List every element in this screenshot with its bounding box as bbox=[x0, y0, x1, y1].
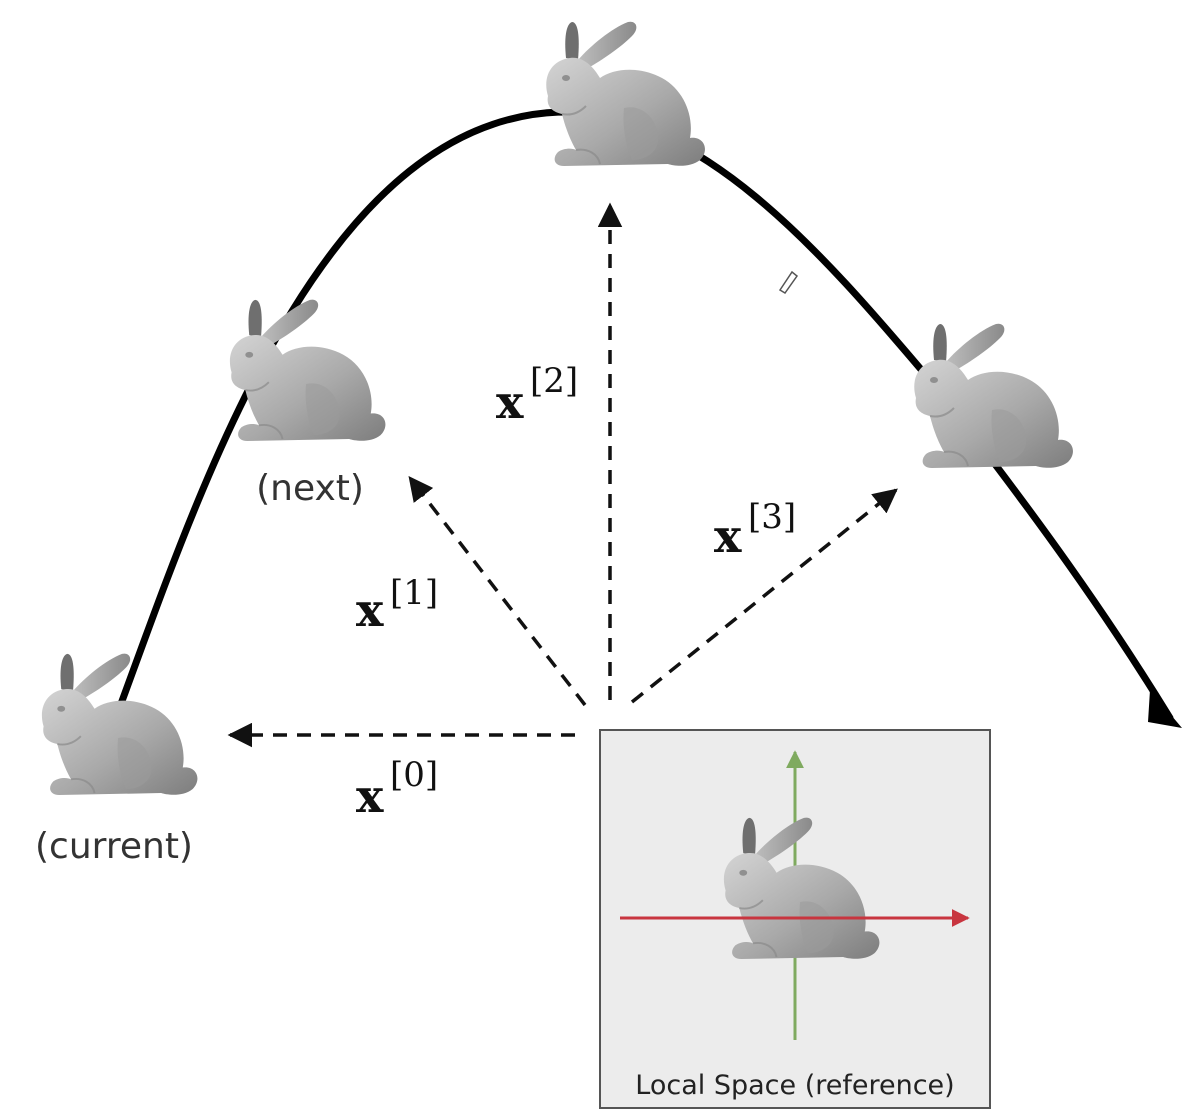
label-x2-index: [2] bbox=[530, 361, 578, 401]
label-x2-symbol: x bbox=[496, 375, 524, 429]
caption-next: (next) bbox=[256, 468, 364, 509]
caption-current: (current) bbox=[35, 826, 193, 867]
bunny-icon bbox=[40, 652, 199, 796]
pencil-cursor-icon bbox=[778, 270, 799, 295]
vector-x3-arrow bbox=[630, 488, 898, 704]
label-x1-symbol: x bbox=[356, 583, 384, 637]
label-x3: x [3] bbox=[714, 497, 796, 563]
bunny-icon bbox=[913, 322, 1074, 469]
label-x0: x [0] bbox=[356, 755, 438, 823]
label-x0-index: [0] bbox=[390, 755, 438, 795]
label-x3-symbol: x bbox=[714, 509, 742, 563]
bunny-icon bbox=[545, 20, 706, 168]
label-x1-index: [1] bbox=[390, 573, 438, 613]
local-space-label: Local Space (reference) bbox=[635, 1070, 954, 1101]
label-x3-index: [3] bbox=[748, 497, 796, 537]
bunny-icon bbox=[228, 298, 387, 442]
local-space-box: Local Space (reference) bbox=[599, 729, 991, 1109]
label-x1: x [1] bbox=[356, 573, 438, 637]
label-x0-symbol: x bbox=[356, 769, 384, 823]
trajectory-arrowhead bbox=[1148, 690, 1182, 728]
label-x2: x [2] bbox=[496, 361, 578, 429]
